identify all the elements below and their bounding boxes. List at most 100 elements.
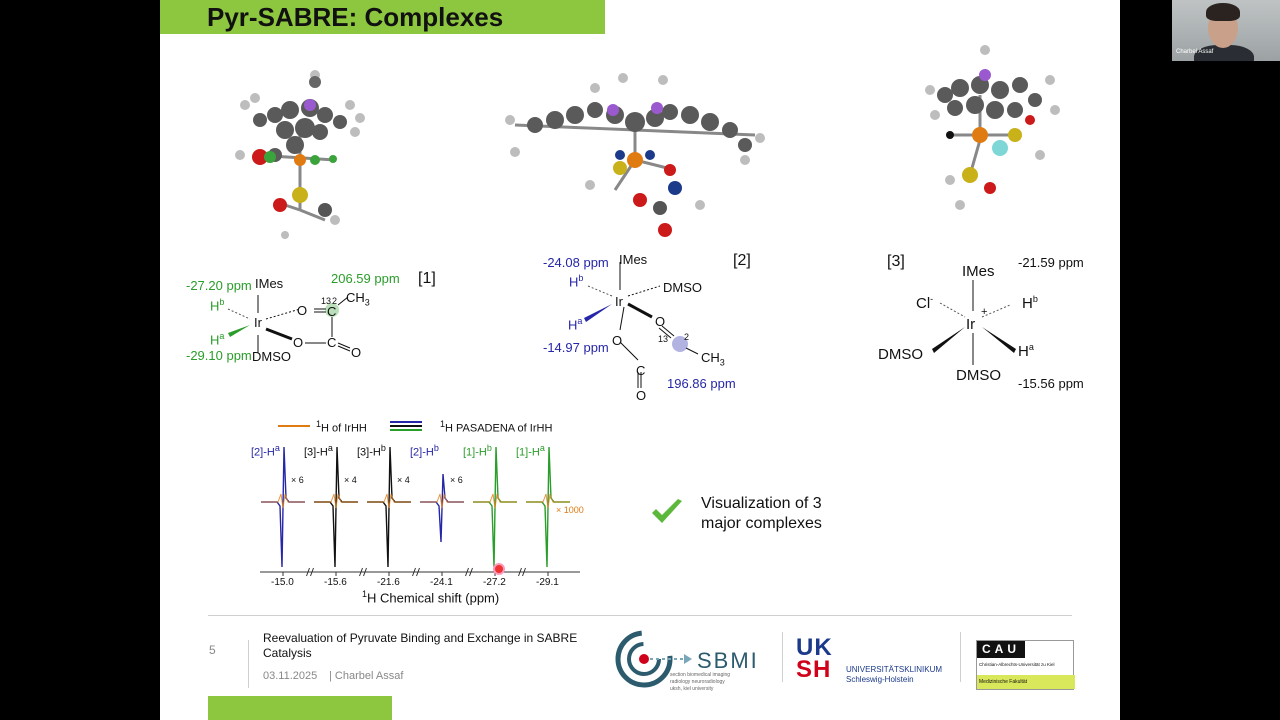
complex2-ha: Ha: [568, 316, 583, 333]
sbmi-text: SBMI: [697, 648, 759, 673]
spectrum-axis-break-4: [465, 567, 473, 577]
complex3-bonds: [932, 280, 1016, 365]
legend-pasadena: 1H PASADENA of IrHH: [440, 419, 553, 435]
complex1-o2: O: [293, 335, 304, 350]
complex2-imes: IMes: [619, 252, 648, 267]
complex1-ha: Ha: [210, 331, 225, 348]
spectrum-thermal-peak-5: [473, 493, 517, 509]
peak-multiplier-6: × 1000: [556, 505, 584, 515]
spectrum-xlabel: 1H Chemical shift (ppm): [362, 589, 500, 606]
complex2-c2: C: [636, 363, 646, 378]
complex3-ir: Ir: [966, 316, 976, 333]
complex3-hb: Hb: [1022, 294, 1038, 312]
complex3-ppm-top: -21.59 ppm: [1018, 255, 1084, 270]
tick-label-4: -24.1: [430, 577, 453, 588]
checkmark-icon: [652, 499, 682, 523]
footer-vline: [248, 640, 249, 688]
complex2-cnum: 2: [684, 332, 690, 342]
complex1-ppm-ha: -29.10 ppm: [186, 348, 252, 363]
peak-multiplier-3: × 4: [397, 475, 410, 485]
peak-label-6: [1]-Ha: [516, 443, 545, 459]
uksh-top: UK: [796, 634, 833, 661]
peak-multiplier-2: × 4: [344, 475, 357, 485]
complex2-ir: Ir: [615, 294, 623, 309]
peak-label-2: [3]-Ha: [304, 443, 333, 459]
cau-logo: CAU Christian-Albrechts-Universität zu K…: [976, 640, 1075, 690]
spectrum-thermal-peak-1: [261, 493, 305, 509]
complex1-cnum: 2: [332, 296, 338, 306]
footer-title-line1: Reevaluation of Pyruvate Binding and Exc…: [263, 631, 578, 645]
peak-multiplier-4: × 6: [450, 475, 463, 485]
complex1-ref: [1]: [418, 270, 436, 287]
peak-label-3: [3]-Hb: [357, 443, 386, 459]
complex1-ppm-hb: -27.20 ppm: [186, 278, 252, 293]
cursor-pointer-dot: [493, 563, 505, 575]
complex1-c: C: [327, 304, 337, 319]
logo-divider-2: [960, 632, 961, 682]
check-text-line2: major complexes: [701, 515, 822, 532]
complex1-ir: Ir: [254, 315, 262, 330]
footer-title-line2: Catalysis: [263, 646, 312, 660]
spectrum-thermal-peak-6: [526, 493, 570, 509]
spectrum-legend-lines: [278, 421, 422, 431]
sbmi-sub1: section biomedical imaging: [670, 672, 731, 678]
sbmi-sub3: uksh, kiel university: [670, 686, 714, 692]
uksh-bottom: SH: [796, 656, 832, 683]
spectrum-axis-break-2: [359, 567, 367, 577]
spectrum-axis-break-1: [306, 567, 314, 577]
sbmi-sub2: radiology neuroradiology: [670, 679, 725, 685]
uksh-name1: UNIVERSITÄTSKLINIKUM: [846, 665, 943, 674]
footer-divider: [208, 615, 1072, 616]
peak-label-5: [1]-Hb: [463, 443, 492, 459]
complex1-hb: Hb: [210, 297, 225, 314]
tick-label-3: -21.6: [377, 577, 400, 588]
check-text-line1: Visualization of 3: [701, 495, 822, 512]
complex2-hb: Hb: [569, 273, 584, 290]
complex2-ppm-ha: -14.97 ppm: [543, 340, 609, 355]
webcam-thumbnail[interactable]: Charbel Assaf: [1172, 0, 1280, 61]
complex3-ref: [3]: [887, 253, 905, 270]
complex2-ch3: CH3: [701, 350, 725, 368]
cau-text: CAU: [977, 641, 1025, 658]
complex1-c13: 13: [321, 296, 332, 306]
spectrum-axis-break-5: [518, 567, 526, 577]
complex1-dmso: DMSO: [252, 349, 291, 364]
complex1-ch3: CH3: [346, 290, 370, 308]
molecule-3d-complex1: [235, 70, 365, 239]
complex3-plus: +: [981, 306, 988, 318]
sbmi-logo-icon: [615, 630, 692, 688]
spectrum-thermal-peak-3: [367, 493, 411, 509]
complex2-c13: 13: [658, 334, 669, 344]
complex2-dmso: DMSO: [663, 280, 702, 295]
peak-multiplier-1: × 6: [291, 475, 304, 485]
legend-1h: 1H of IrHH: [316, 419, 367, 435]
complex3-ppm-bottom: -15.56 ppm: [1018, 376, 1084, 391]
cau-faculty: Medizinische Fakultät: [977, 675, 1075, 689]
peak-label-1: [2]-Ha: [251, 443, 280, 459]
complex1-imes: IMes: [255, 276, 284, 291]
complex2-o1: O: [655, 314, 666, 329]
uksh-name2: Schleswig-Holstein: [846, 675, 914, 684]
molecule-3d-complex3: [925, 45, 1060, 210]
slide: Pyr-SABRE: Complexes: [160, 0, 1120, 720]
tick-label-5: -27.2: [483, 577, 506, 588]
webcam-name-label: Charbel Assaf: [1176, 49, 1214, 55]
title-bar: Pyr-SABRE: Complexes: [160, 0, 605, 34]
presenter-body: [1194, 45, 1254, 61]
complex2-o3: O: [636, 388, 647, 403]
complex3-dmso-left: DMSO: [878, 346, 923, 363]
complex3-imes: IMes: [962, 263, 995, 280]
complex2-bonds: [584, 262, 699, 388]
complex3-ha: Ha: [1018, 342, 1034, 360]
complex2-o2: O: [612, 333, 623, 348]
spectrum-thermal-peak-2: [314, 493, 358, 509]
tick-label-1: -15.0: [271, 577, 294, 588]
spectrum-axis-break-3: [412, 567, 420, 577]
complex1-o1: O: [297, 303, 308, 318]
complex1-o3: O: [351, 345, 362, 360]
peak-label-4: [2]-Hb: [410, 443, 439, 459]
complex1-c2: C: [327, 335, 337, 350]
complex2-ref: [2]: [733, 252, 751, 269]
tick-label-2: -15.6: [324, 577, 347, 588]
footer-date: 03.11.2025: [263, 670, 318, 682]
